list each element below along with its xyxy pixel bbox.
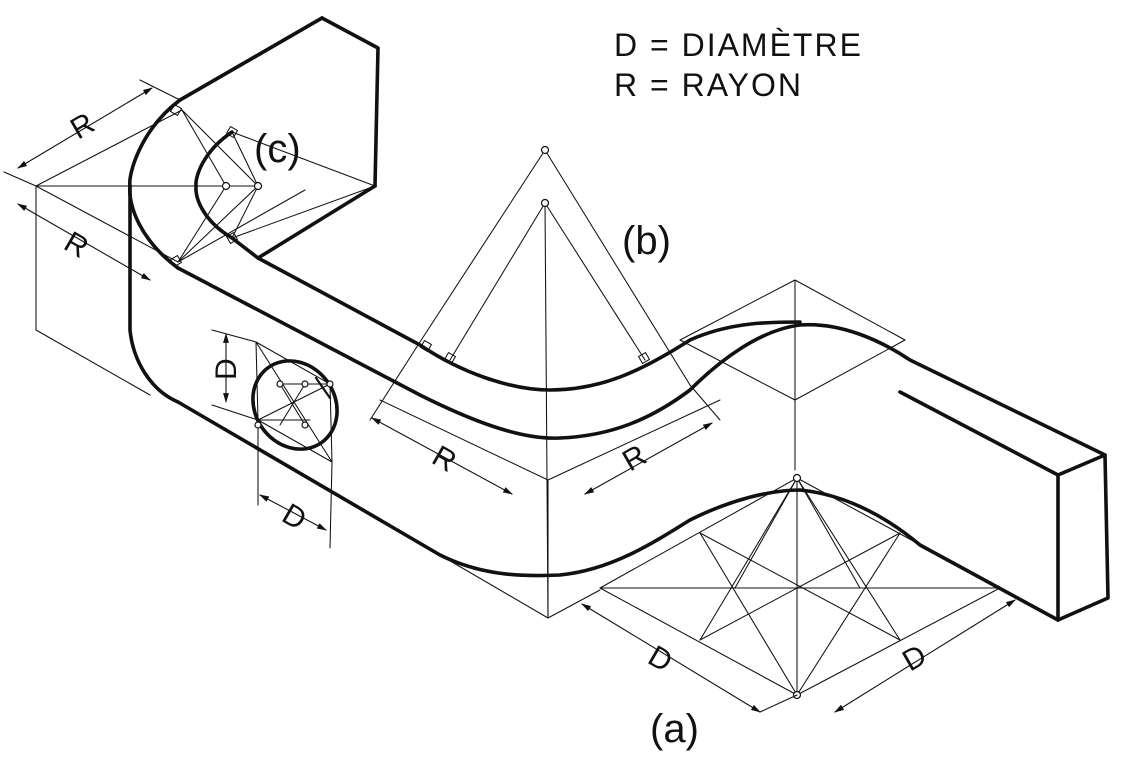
construction-points: [221, 145, 802, 700]
dim-r-center-right: R: [617, 439, 652, 478]
dimension-lines: [3, 79, 1016, 713]
label-c: (c): [254, 127, 301, 171]
dim-d-a-right: D: [897, 639, 932, 678]
dim-r-top-left: R: [65, 107, 100, 146]
dim-d-hole-vertical: D: [210, 358, 243, 380]
dim-d-hole-horizontal: D: [277, 497, 312, 536]
part-labels: (c) (b) (a): [254, 127, 699, 751]
label-a: (a): [650, 707, 699, 751]
dim-r-center-left: R: [427, 439, 462, 478]
dim-d-a-left: D: [643, 639, 678, 678]
legend: D = DIAMÈTRE R = RAYON: [614, 27, 863, 103]
dim-r-left: R: [59, 225, 94, 264]
dimension-labels: R R R R D D D D: [59, 107, 933, 679]
legend-diameter: D = DIAMÈTRE: [614, 27, 863, 63]
label-b: (b): [622, 219, 671, 263]
legend-radius: R = RAYON: [614, 67, 803, 103]
